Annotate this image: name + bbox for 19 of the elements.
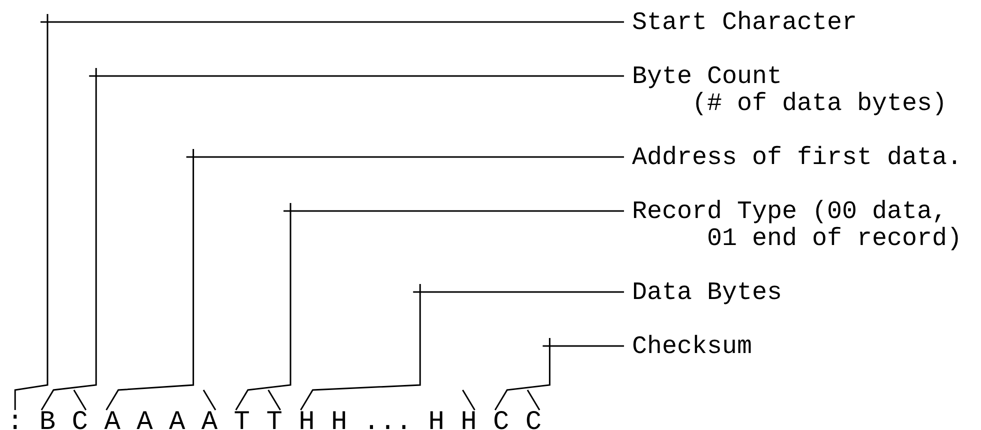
leader-line <box>106 148 624 410</box>
record-field-code: T T <box>234 410 282 430</box>
record-field-code: B C <box>39 410 88 430</box>
record-field-code: H H ... H H <box>298 410 477 430</box>
leader-line <box>300 283 624 410</box>
leader-line <box>14 13 624 410</box>
leader-line <box>235 202 624 410</box>
field-label: Byte Count <box>632 62 784 90</box>
field-label: Checksum <box>632 332 752 360</box>
field-label: Data Bytes <box>632 278 782 306</box>
record-field-code: A A A A <box>104 410 218 430</box>
field-label: Record Type (00 data, 01 end of record) <box>632 198 964 252</box>
record-field-code: : <box>7 410 24 430</box>
field-label: Address of first data. <box>632 144 962 170</box>
leader-line <box>40 67 624 410</box>
record-field-code: C C <box>493 410 542 430</box>
field-label: (# of data bytes) <box>691 90 948 116</box>
leader-line <box>494 337 624 410</box>
field-label: Start Character <box>632 8 858 36</box>
